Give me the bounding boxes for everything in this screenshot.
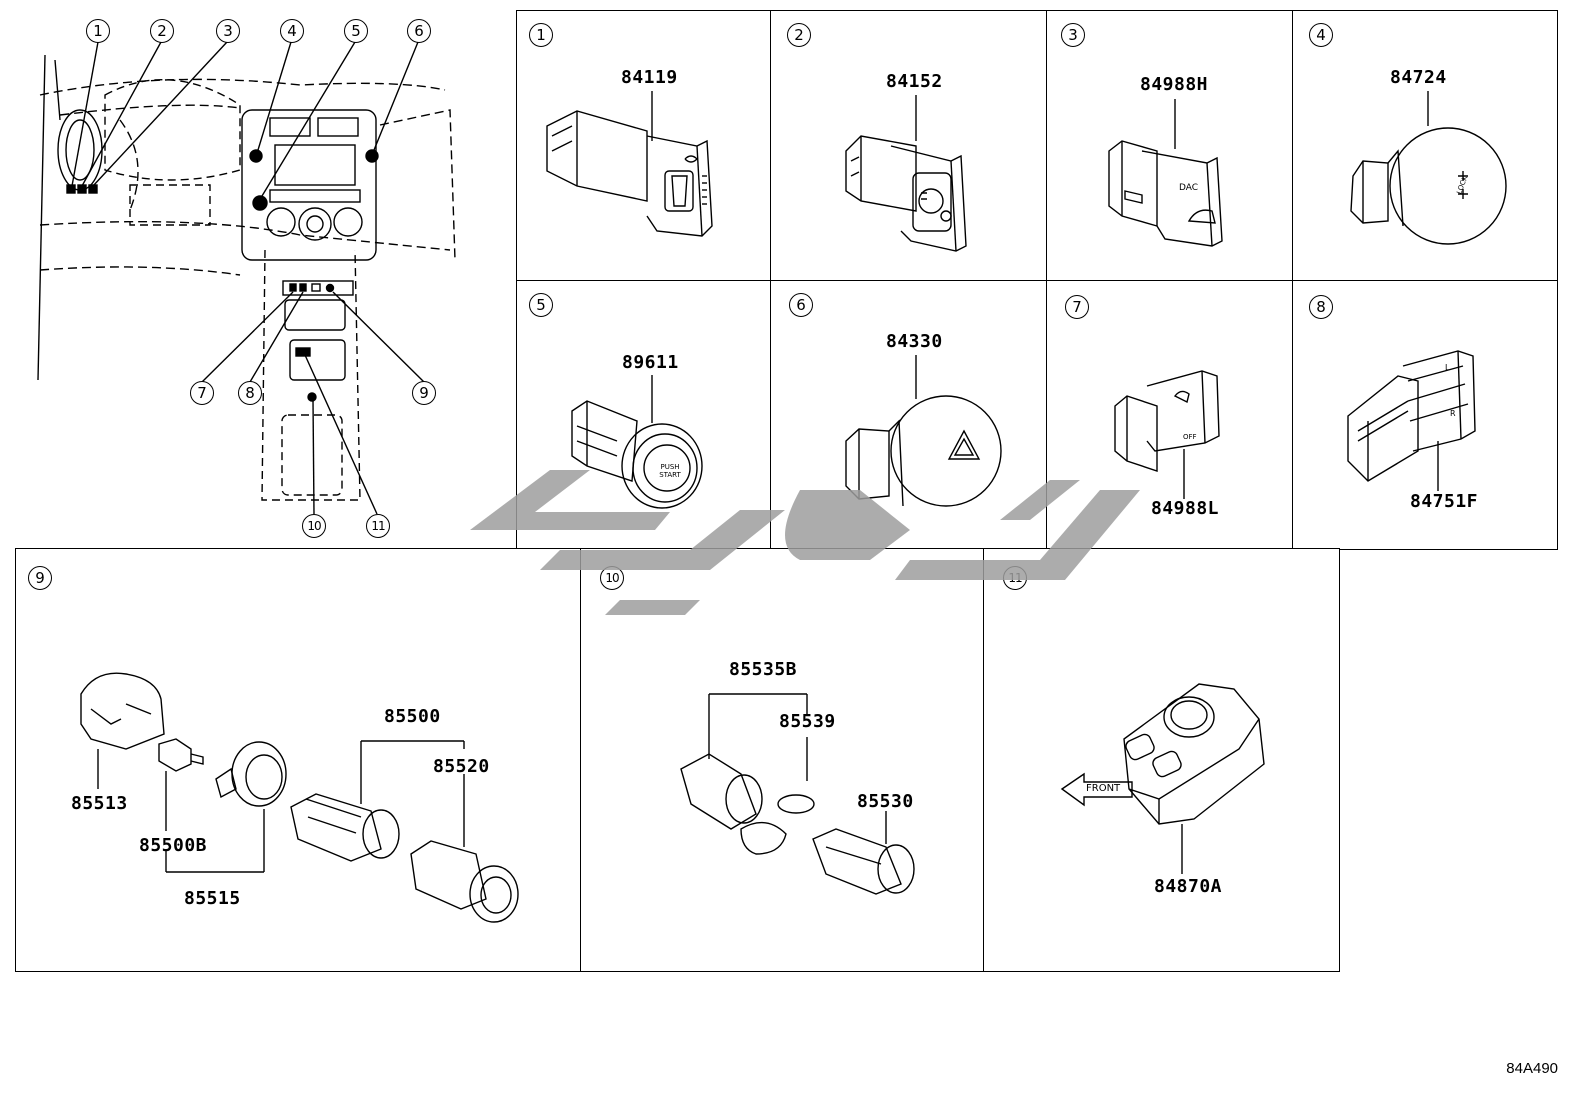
off-label: OFF (1183, 433, 1197, 441)
part-number-85520: 85520 (433, 756, 490, 777)
part-number: 84330 (886, 331, 943, 352)
panel-10: 10 85535B 85539 85530 (580, 548, 985, 972)
switch-84988H-drawing (1108, 99, 1223, 247)
part-number-85513: 85513 (71, 793, 128, 814)
overview-callout-2: 2 (150, 19, 174, 43)
mirror-switch-drawing (1060, 683, 1265, 874)
part-number: 84988L (1151, 498, 1220, 519)
drawing-code: 84A490 (1506, 1060, 1558, 1077)
panel-number: 9 (28, 566, 52, 590)
switch-84724-drawing (1350, 91, 1507, 245)
panel-number: 6 (789, 293, 813, 317)
cigarette-lighter-parts-drawing (80, 672, 519, 923)
part-number: 84152 (886, 71, 943, 92)
panel-2: 2 84152 (770, 10, 1050, 282)
panel-8: 8 84751F L R (1292, 280, 1558, 550)
panel-number: 3 (1061, 23, 1085, 47)
switch-84751F-drawing (1347, 350, 1476, 491)
panel-3: 3 84988H DAC (1046, 10, 1296, 282)
overview-callout-6: 6 (407, 19, 431, 43)
part-number-84870A: 84870A (1154, 876, 1223, 897)
overview-callout-3: 3 (216, 19, 240, 43)
panel-11: 11 84870A FRONT (983, 548, 1340, 972)
overview-callout-5: 5 (344, 19, 368, 43)
part-number-85530: 85530 (857, 791, 914, 812)
overview-callout-10: 10 (302, 514, 326, 538)
panel-9: 9 85513 85500B 85515 85500 85520 (15, 548, 582, 972)
overview-callout-7: 7 (190, 381, 214, 405)
front-direction-label: FRONT (1086, 783, 1121, 794)
switch-89611-drawing (571, 375, 703, 509)
overview-callout-9: 9 (412, 381, 436, 405)
panel-6: 6 84330 (770, 280, 1050, 550)
panel-number: 2 (787, 23, 811, 47)
push-start-label: PUSH START (659, 463, 681, 479)
panel-4: 4 84724 LOCK (1292, 10, 1558, 282)
switch-84330-drawing (845, 355, 1002, 507)
part-number-85500: 85500 (384, 706, 441, 727)
panel-number: 7 (1065, 295, 1089, 319)
part-number: 84988H (1140, 74, 1209, 95)
part-number-85500B: 85500B (139, 835, 208, 856)
part-number: 84724 (1390, 67, 1447, 88)
panel-number: 10 (600, 566, 624, 590)
panel-number: 4 (1309, 23, 1333, 47)
overview-callout-11: 11 (366, 514, 390, 538)
panel-number: 8 (1309, 295, 1333, 319)
switch-84152-drawing (845, 95, 967, 252)
part-number-85515: 85515 (184, 888, 241, 909)
dac-label: DAC (1179, 183, 1199, 193)
dashboard-overview: 1 2 3 4 5 6 7 8 9 10 11 (0, 0, 510, 550)
dashboard-line-drawing (37, 41, 456, 515)
overview-callout-1: 1 (86, 19, 110, 43)
part-number: 89611 (622, 352, 679, 373)
switch-84988L-drawing (1114, 370, 1220, 499)
panel-number: 5 (529, 293, 553, 317)
overview-callout-8: 8 (238, 381, 262, 405)
switch-84119-drawing (546, 91, 713, 237)
power-outlet-parts-drawing (680, 693, 915, 895)
part-number-85539: 85539 (779, 711, 836, 732)
right-seat-label: R (1450, 409, 1456, 418)
panel-1: 1 84119 (516, 10, 772, 282)
part-number: 84751F (1410, 491, 1479, 512)
left-seat-label: L (1445, 363, 1450, 372)
panel-7: 7 84988L OFF (1046, 280, 1296, 550)
panel-5: 5 89611 PUSH START (516, 280, 772, 550)
panel-number: 1 (529, 23, 553, 47)
part-number: 84119 (621, 67, 678, 88)
overview-callout-4: 4 (280, 19, 304, 43)
part-number-85535B: 85535B (729, 659, 798, 680)
